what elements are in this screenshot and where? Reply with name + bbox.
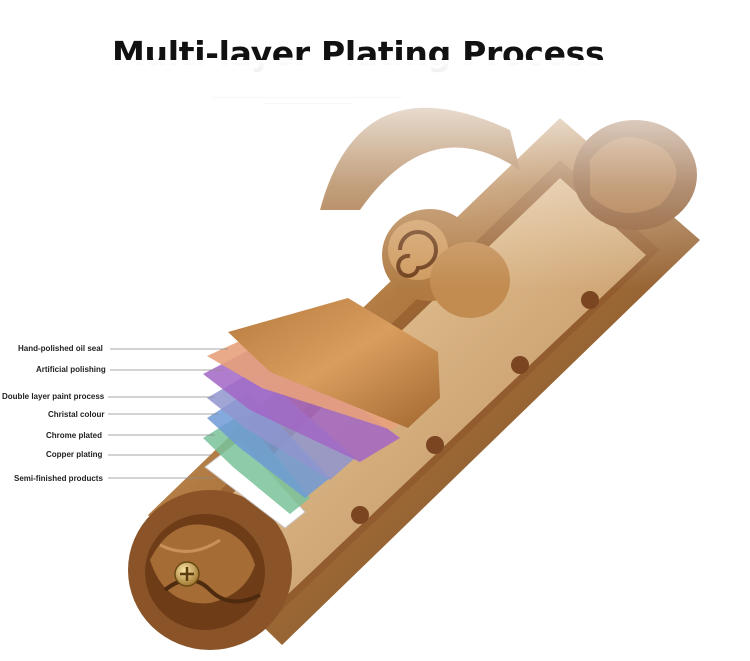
label-artificial-polishing: Artificial polishing: [36, 365, 106, 374]
label-semi-finished: Semi-finished products: [14, 474, 103, 483]
ornament-bottom: [128, 490, 292, 650]
top-fade: [0, 60, 750, 290]
label-chrome: Chrome plated: [46, 431, 103, 440]
label-double-paint: Double layer paint process: [2, 392, 105, 401]
label-oil-seal: Hand-polished oil seal: [18, 344, 103, 353]
label-christal: Christal colour: [48, 410, 105, 419]
layer-copper: [203, 414, 310, 514]
label-copper: Copper plating: [46, 450, 103, 459]
leader-lines: [108, 348, 228, 479]
layer-oil-seal: [228, 298, 440, 428]
plating-layers: [203, 298, 440, 529]
